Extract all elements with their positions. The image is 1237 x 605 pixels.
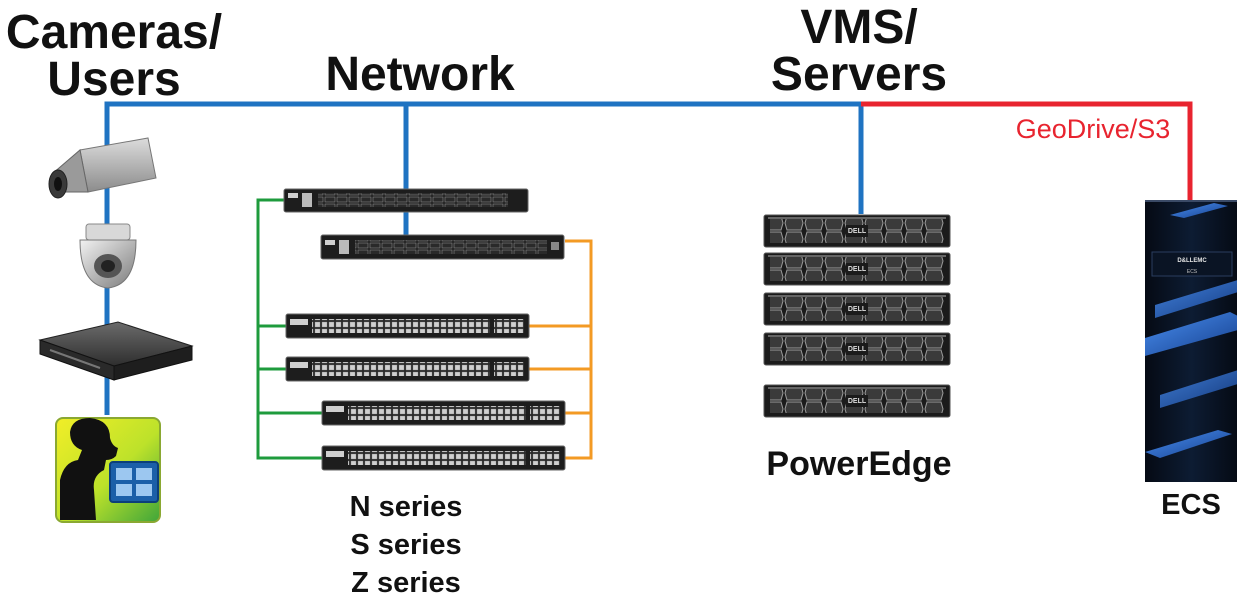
access-switch-2 [285,356,530,382]
vms-servers-label-line2: Servers [771,48,947,101]
core-switch-1 [283,188,529,213]
geodrive-s3-label: GeoDrive/S3 [1016,114,1171,144]
poweredge-server-stack: DELL DELL DELL DELL DELL [763,214,951,418]
poweredge-label: PowerEdge [766,445,951,483]
nvr-recorder-icon [38,321,194,381]
core-switch-2 [320,234,565,260]
access-switch-4 [321,445,566,471]
dome-camera-icon [79,223,137,289]
z-series-label: Z series [351,567,461,599]
s-series-label: S series [350,529,461,561]
ecs-brand-text: D&LLEMC [1177,258,1207,264]
access-switch-3 [321,400,566,426]
server-brand-5: DELL [848,398,867,405]
red-geodrive-line [861,101,1193,200]
server-brand-2: DELL [848,266,867,273]
ecs-storage-rack: D&LLEMC ECS [1145,200,1237,482]
cameras-users-label-line1: Cameras/ [6,6,222,59]
n-series-label: N series [350,491,463,523]
network-links [104,101,1193,460]
box-camera-icon [48,137,157,199]
ecs-model-text: ECS [1187,269,1198,275]
network-switch-stack [283,188,566,471]
server-brand-3: DELL [848,306,867,313]
ecs-label: ECS [1161,489,1221,521]
video-surveillance-app-icon [55,417,161,523]
vms-servers-label-line1: VMS/ [800,1,917,54]
server-brand-1: DELL [848,228,867,235]
access-switch-1 [285,313,530,339]
network-label: Network [325,48,515,101]
green-stack-line [256,198,322,460]
orange-stack-line [565,239,593,460]
server-brand-4: DELL [848,346,867,353]
cameras-users-label-line2: Users [47,53,180,106]
